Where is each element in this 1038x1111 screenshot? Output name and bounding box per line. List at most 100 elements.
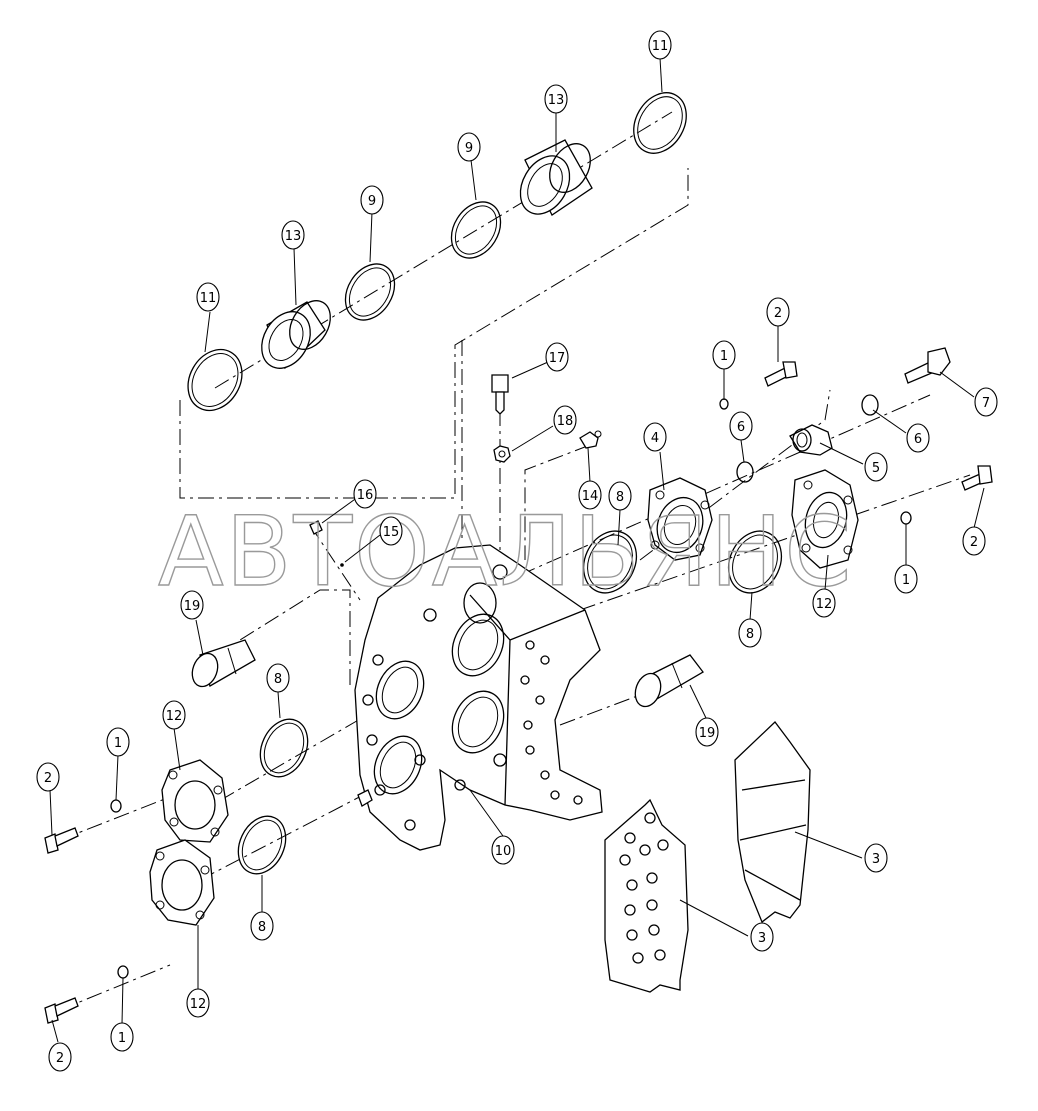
callout-1: 1 bbox=[712, 340, 736, 370]
banjo-bolt-7 bbox=[904, 347, 951, 384]
svg-text:14: 14 bbox=[582, 489, 599, 504]
piston-19-left bbox=[191, 639, 256, 688]
svg-text:6: 6 bbox=[914, 432, 922, 447]
brake-pad-3-backing bbox=[604, 798, 689, 993]
svg-text:17: 17 bbox=[549, 351, 566, 366]
sleeve-13-left bbox=[261, 300, 331, 370]
callout-18: 18 bbox=[553, 405, 577, 435]
svg-text:8: 8 bbox=[746, 627, 754, 642]
callout-17: 17 bbox=[545, 342, 569, 372]
svg-text:10: 10 bbox=[495, 844, 512, 859]
callout-7: 7 bbox=[974, 387, 998, 417]
bolt-2-right bbox=[961, 465, 993, 491]
callout-10: 10 bbox=[491, 835, 515, 865]
svg-text:6: 6 bbox=[737, 420, 745, 435]
pin-15 bbox=[340, 563, 344, 567]
svg-text:18: 18 bbox=[557, 414, 574, 429]
cap-12-left-lower bbox=[149, 839, 215, 926]
svg-text:1: 1 bbox=[720, 349, 728, 364]
piston-19-right bbox=[634, 654, 704, 708]
svg-text:19: 19 bbox=[184, 599, 201, 614]
caliper-housing-10 bbox=[354, 544, 603, 851]
callout-8: 8 bbox=[266, 663, 290, 693]
o-rings-8 bbox=[237, 530, 783, 875]
svg-text:12: 12 bbox=[166, 709, 183, 724]
bolt-2-left-lower bbox=[44, 997, 79, 1024]
svg-text:11: 11 bbox=[652, 39, 669, 54]
callout-9: 9 bbox=[360, 185, 384, 215]
svg-text:19: 19 bbox=[699, 726, 716, 741]
callout-12: 12 bbox=[162, 700, 186, 730]
ring-9-left bbox=[344, 263, 396, 321]
ring-11-left bbox=[187, 348, 243, 412]
callout-2: 2 bbox=[962, 526, 986, 556]
callout-15: 15 bbox=[379, 516, 403, 546]
callout-2: 2 bbox=[36, 762, 60, 792]
svg-text:16: 16 bbox=[357, 488, 374, 503]
callout-14: 14 bbox=[578, 480, 602, 510]
svg-text:1: 1 bbox=[114, 736, 122, 751]
svg-text:3: 3 bbox=[872, 852, 880, 867]
callout-1: 1 bbox=[106, 727, 130, 757]
svg-text:2: 2 bbox=[970, 535, 978, 550]
callout-13: 13 bbox=[544, 84, 568, 114]
svg-text:8: 8 bbox=[616, 490, 624, 505]
callout-1: 1 bbox=[894, 564, 918, 594]
bolt-2-upper bbox=[764, 361, 798, 387]
bolt-17 bbox=[491, 374, 509, 415]
callout-3: 3 bbox=[750, 922, 774, 952]
cap-12-right bbox=[791, 469, 859, 569]
callout-4: 4 bbox=[643, 422, 667, 452]
callout-8: 8 bbox=[608, 481, 632, 511]
svg-text:15: 15 bbox=[383, 525, 400, 540]
cap-4 bbox=[647, 477, 713, 561]
svg-text:13: 13 bbox=[285, 229, 302, 244]
callout-11: 11 bbox=[196, 282, 220, 312]
svg-text:1: 1 bbox=[902, 573, 910, 588]
watermark: АВТОАЛЬЯНС bbox=[158, 496, 853, 608]
callout-8: 8 bbox=[250, 911, 274, 941]
callout-16: 16 bbox=[353, 479, 377, 509]
svg-text:1: 1 bbox=[118, 1031, 126, 1046]
svg-text:8: 8 bbox=[258, 920, 266, 935]
svg-text:3: 3 bbox=[758, 931, 766, 946]
callout-6: 6 bbox=[906, 423, 930, 453]
svg-text:2: 2 bbox=[774, 306, 782, 321]
svg-text:2: 2 bbox=[56, 1051, 64, 1066]
seal-rings-6 bbox=[736, 394, 879, 483]
callout-1: 1 bbox=[110, 1022, 134, 1052]
bolt-2-left-upper bbox=[44, 827, 79, 854]
leader-lines bbox=[49, 57, 985, 1043]
callout-13: 13 bbox=[281, 220, 305, 250]
callout-19: 19 bbox=[180, 590, 204, 620]
svg-text:5: 5 bbox=[872, 461, 880, 476]
svg-text:9: 9 bbox=[465, 141, 473, 156]
callout-8: 8 bbox=[738, 618, 762, 648]
callout-3: 3 bbox=[864, 843, 888, 873]
callout-6: 6 bbox=[729, 411, 753, 441]
callout-5: 5 bbox=[864, 452, 888, 482]
callout-11: 11 bbox=[648, 30, 672, 60]
ring-11-right bbox=[633, 92, 687, 154]
callout-19: 19 bbox=[695, 717, 719, 747]
cap-12-left-upper bbox=[161, 759, 229, 843]
fitting-14 bbox=[579, 430, 602, 449]
callouts: 11 13 9 9 13 11 17 18 14 8 16 15 19 2 1 … bbox=[36, 30, 998, 1072]
svg-text:4: 4 bbox=[651, 431, 659, 446]
callout-12: 12 bbox=[812, 588, 836, 618]
elbow-5 bbox=[789, 424, 833, 456]
brake-pad-3-friction bbox=[734, 721, 811, 924]
callout-9: 9 bbox=[457, 132, 481, 162]
svg-text:7: 7 bbox=[982, 396, 990, 411]
svg-text:12: 12 bbox=[816, 597, 833, 612]
plug-16 bbox=[309, 520, 323, 535]
svg-text:13: 13 bbox=[548, 93, 565, 108]
callout-2: 2 bbox=[766, 297, 790, 327]
sleeve-13-right bbox=[519, 139, 593, 216]
svg-text:9: 9 bbox=[368, 194, 376, 209]
svg-text:8: 8 bbox=[274, 672, 282, 687]
svg-text:12: 12 bbox=[190, 997, 207, 1012]
nut-18 bbox=[493, 445, 511, 463]
svg-text:2: 2 bbox=[44, 771, 52, 786]
